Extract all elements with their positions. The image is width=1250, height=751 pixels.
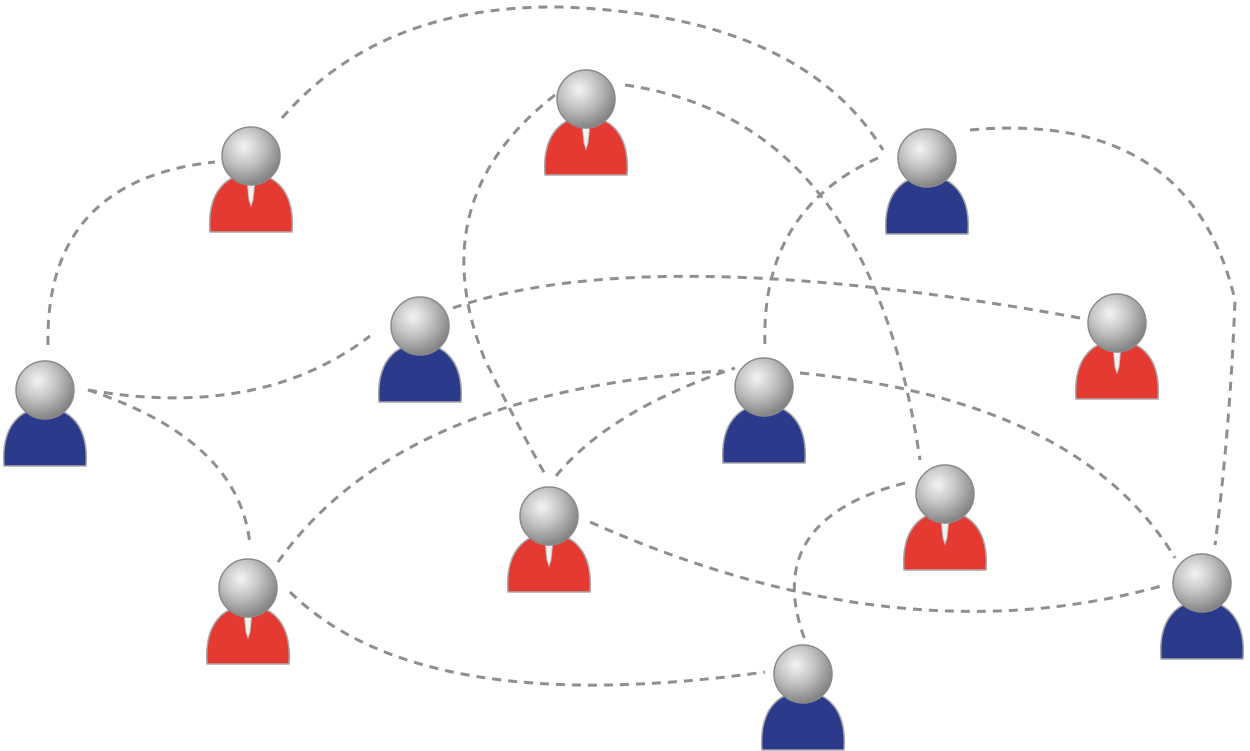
link-p9-p7 <box>554 366 736 477</box>
link-p5-p10 <box>87 388 252 546</box>
head-sphere <box>773 644 833 704</box>
head-sphere <box>519 486 579 546</box>
person-icon <box>208 126 294 233</box>
link-p10-p12 <box>288 590 766 687</box>
head-sphere <box>556 69 616 129</box>
person-icon <box>543 69 629 176</box>
head-sphere <box>915 464 975 524</box>
link-p10-p7 <box>276 369 724 563</box>
head-sphere <box>390 296 450 356</box>
person-icon <box>1159 553 1245 660</box>
link-p1-p5 <box>46 160 216 346</box>
head-sphere <box>1172 553 1232 613</box>
links-layer <box>46 5 1237 687</box>
person-icon <box>884 128 970 235</box>
head-sphere <box>1087 293 1147 353</box>
person-icon <box>760 644 846 751</box>
person-icon <box>205 558 291 665</box>
person-icon <box>2 360 88 467</box>
head-sphere <box>221 126 281 186</box>
link-p3-p11 <box>969 126 1237 546</box>
link-p7-p11 <box>799 371 1177 559</box>
link-p9-p11 <box>589 520 1166 613</box>
person-icon <box>377 296 463 403</box>
head-sphere <box>15 360 75 420</box>
head-sphere <box>897 128 957 188</box>
link-p2-p8 <box>624 83 922 461</box>
person-icon <box>721 357 807 464</box>
link-p8-p12 <box>792 481 906 641</box>
person-icon <box>1074 293 1160 400</box>
head-sphere <box>218 558 278 618</box>
people-layer <box>2 69 1245 751</box>
person-icon <box>506 486 592 593</box>
link-p2-p9 <box>462 93 556 477</box>
person-icon <box>902 464 988 571</box>
head-sphere <box>734 357 794 417</box>
link-p4-p6 <box>452 274 1081 320</box>
link-p1-p2 <box>280 5 885 151</box>
link-p4-p5 <box>87 334 371 400</box>
link-p3-p7 <box>763 156 879 348</box>
